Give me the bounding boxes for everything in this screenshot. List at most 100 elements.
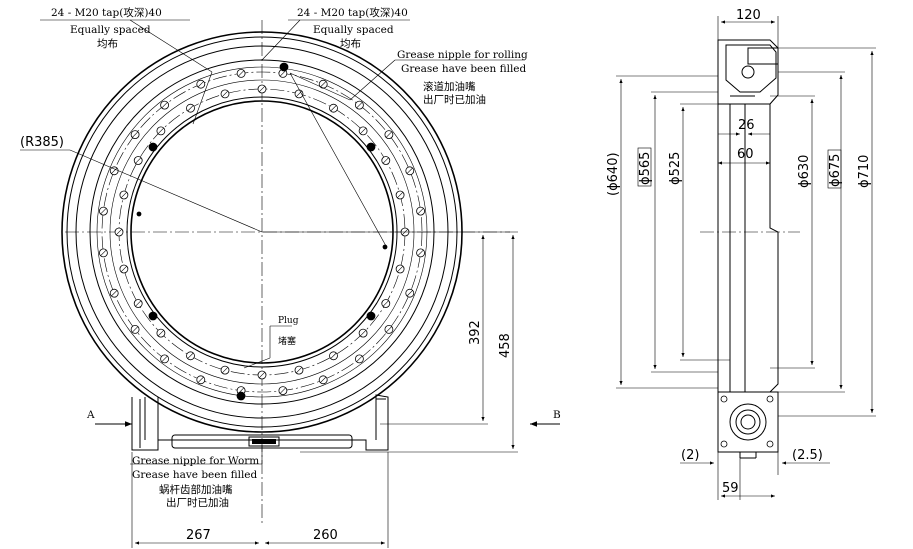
bolt-hole-mark	[356, 102, 363, 109]
bolt-hole-mark	[360, 330, 367, 337]
housing-screw	[720, 440, 728, 448]
bolt-hole-mark	[111, 290, 118, 297]
bolt-hole-mark	[100, 208, 107, 215]
bolt-hole-mark	[197, 81, 204, 88]
rolling-nipple-leader-3	[289, 72, 351, 101]
bolt-hole-mark	[111, 167, 118, 174]
grease-nipple-dot	[148, 311, 158, 321]
plug-note-line1: Plug	[278, 316, 299, 326]
bolt-hole-mark	[295, 367, 303, 374]
side-body-outline	[717, 39, 779, 393]
bolt-hole-mark	[157, 127, 164, 134]
bolt-hole-mark	[417, 249, 424, 256]
rolling-nipple-note-line2: Grease have been filled	[401, 63, 527, 75]
rolling-nipple-note-line4: 出厂时已加油	[423, 93, 486, 106]
inner-tap-note-line2: Equally spaced	[313, 24, 394, 36]
inner-tap-leader	[261, 19, 301, 61]
dim-630-label: ϕ630	[797, 155, 812, 188]
dim-60-label: 60	[737, 147, 754, 162]
bolt-hole-mark	[360, 127, 367, 134]
grease-nipple-dot	[279, 62, 289, 72]
radius-label: (R385)	[20, 135, 64, 150]
ball-raceway	[741, 65, 755, 79]
grease-nipple-dot	[236, 391, 246, 401]
outer-tap-note-line1: 24 - M20 tap(攻深)40	[51, 6, 162, 19]
grease-nipple-dot	[366, 142, 376, 152]
worm-nipple-note-line3: 蜗杆齿部加油嘴	[159, 483, 233, 496]
bolt-hole-mark	[197, 376, 204, 383]
worm-housing-side	[717, 391, 779, 453]
bolt-hole-mark	[135, 300, 142, 307]
outer-bolt-holes	[99, 69, 426, 396]
bolt-hole-mark	[187, 352, 194, 359]
bolt-hole-mark	[406, 167, 413, 174]
dim-525-label: ϕ525	[668, 152, 683, 185]
bolt-hole-mark	[157, 330, 164, 337]
dim-260-label: 260	[313, 528, 338, 543]
bolt-hole-mark	[100, 249, 107, 256]
worm-housing-outline	[131, 394, 389, 451]
rolling-nipple-note-line3: 滚道加油嘴	[423, 80, 476, 93]
bolt-hole-mark	[279, 387, 286, 394]
marker-dot	[136, 211, 142, 217]
bolt-hole-mark	[406, 290, 413, 297]
worm-housing-flange-left	[144, 397, 159, 440]
bolt-hole-mark	[161, 355, 168, 362]
worm-nipple-note-line2: Grease have been filled	[132, 469, 258, 481]
section-b-label: B	[553, 409, 561, 421]
bolt-hole-mark	[258, 85, 266, 93]
rolling-nipple-note-line1: Grease nipple for rolling	[397, 49, 528, 61]
rolling-nipple-leader-2	[289, 72, 387, 247]
grease-nipple-body	[747, 47, 779, 65]
bolt-hole-mark	[382, 157, 389, 164]
bolt-hole-mark	[221, 90, 229, 97]
bolt-hole-mark	[279, 70, 286, 77]
bolt-hole-mark	[115, 228, 123, 236]
section-profile	[725, 44, 777, 93]
inner-tap-note-line3: 均布	[340, 38, 361, 50]
dim-458-label: 458	[498, 333, 513, 358]
bolt-hole-mark	[238, 70, 245, 77]
bolt-hole-mark	[320, 376, 327, 383]
worm-nipple-note-line4: 出厂时已加油	[166, 496, 229, 509]
outer-tap-note-line3: 均布	[97, 38, 118, 50]
radius-leader	[69, 149, 263, 233]
bolt-hole-mark	[221, 367, 229, 374]
outer-tap-leader-2	[192, 71, 213, 125]
worm-shaft-mid	[735, 409, 761, 435]
dim-710-label: ϕ710	[857, 155, 872, 188]
bolt-hole-mark	[397, 191, 404, 199]
bolt-hole-mark	[120, 191, 127, 199]
front-view: A B 24 - M20 tap(攻深)40 Equally spaced 均布…	[20, 6, 561, 548]
bolt-hole-mark	[132, 326, 139, 333]
dim-2-label: (2)	[681, 448, 699, 463]
dim-565-label: ϕ565	[638, 152, 653, 185]
worm-grease-nipple	[248, 436, 280, 447]
plug-leader-2	[243, 357, 271, 369]
worm-nipple-note-line1: Grease nipple for Worm	[132, 455, 259, 467]
outer-tap-note-line2: Equally spaced	[70, 24, 151, 36]
side-view: 120 26 60 (ϕ640) ϕ565 ϕ525 ϕ630 ϕ675	[606, 8, 876, 500]
plug-note-line2: 堵塞	[278, 335, 296, 347]
dim-640-label: (ϕ640)	[606, 152, 621, 196]
dim-26-label: 26	[738, 118, 755, 133]
bolt-hole-mark	[356, 355, 363, 362]
section-a-label: A	[86, 409, 95, 421]
inner-tap-note-line1: 24 - M20 tap(攻深)40	[297, 6, 408, 19]
bolt-hole-mark	[135, 157, 142, 164]
bolt-hole-mark	[120, 265, 127, 273]
housing-screw	[766, 395, 774, 403]
bolt-hole-mark	[330, 352, 337, 359]
dim-2-5-label: (2.5)	[792, 448, 823, 463]
grease-nipple-dot	[366, 311, 376, 321]
dim-59-label: 59	[722, 481, 739, 496]
bolt-hole-mark	[187, 105, 194, 112]
bolt-hole-mark	[385, 326, 392, 333]
bolt-hole-mark	[330, 105, 337, 112]
dim-675-box	[827, 149, 842, 189]
worm-grease-nipple-fill	[252, 439, 276, 444]
marker-dot	[382, 244, 388, 250]
worm-shaft-outer	[729, 403, 767, 441]
dim-392-label: 392	[468, 320, 483, 345]
